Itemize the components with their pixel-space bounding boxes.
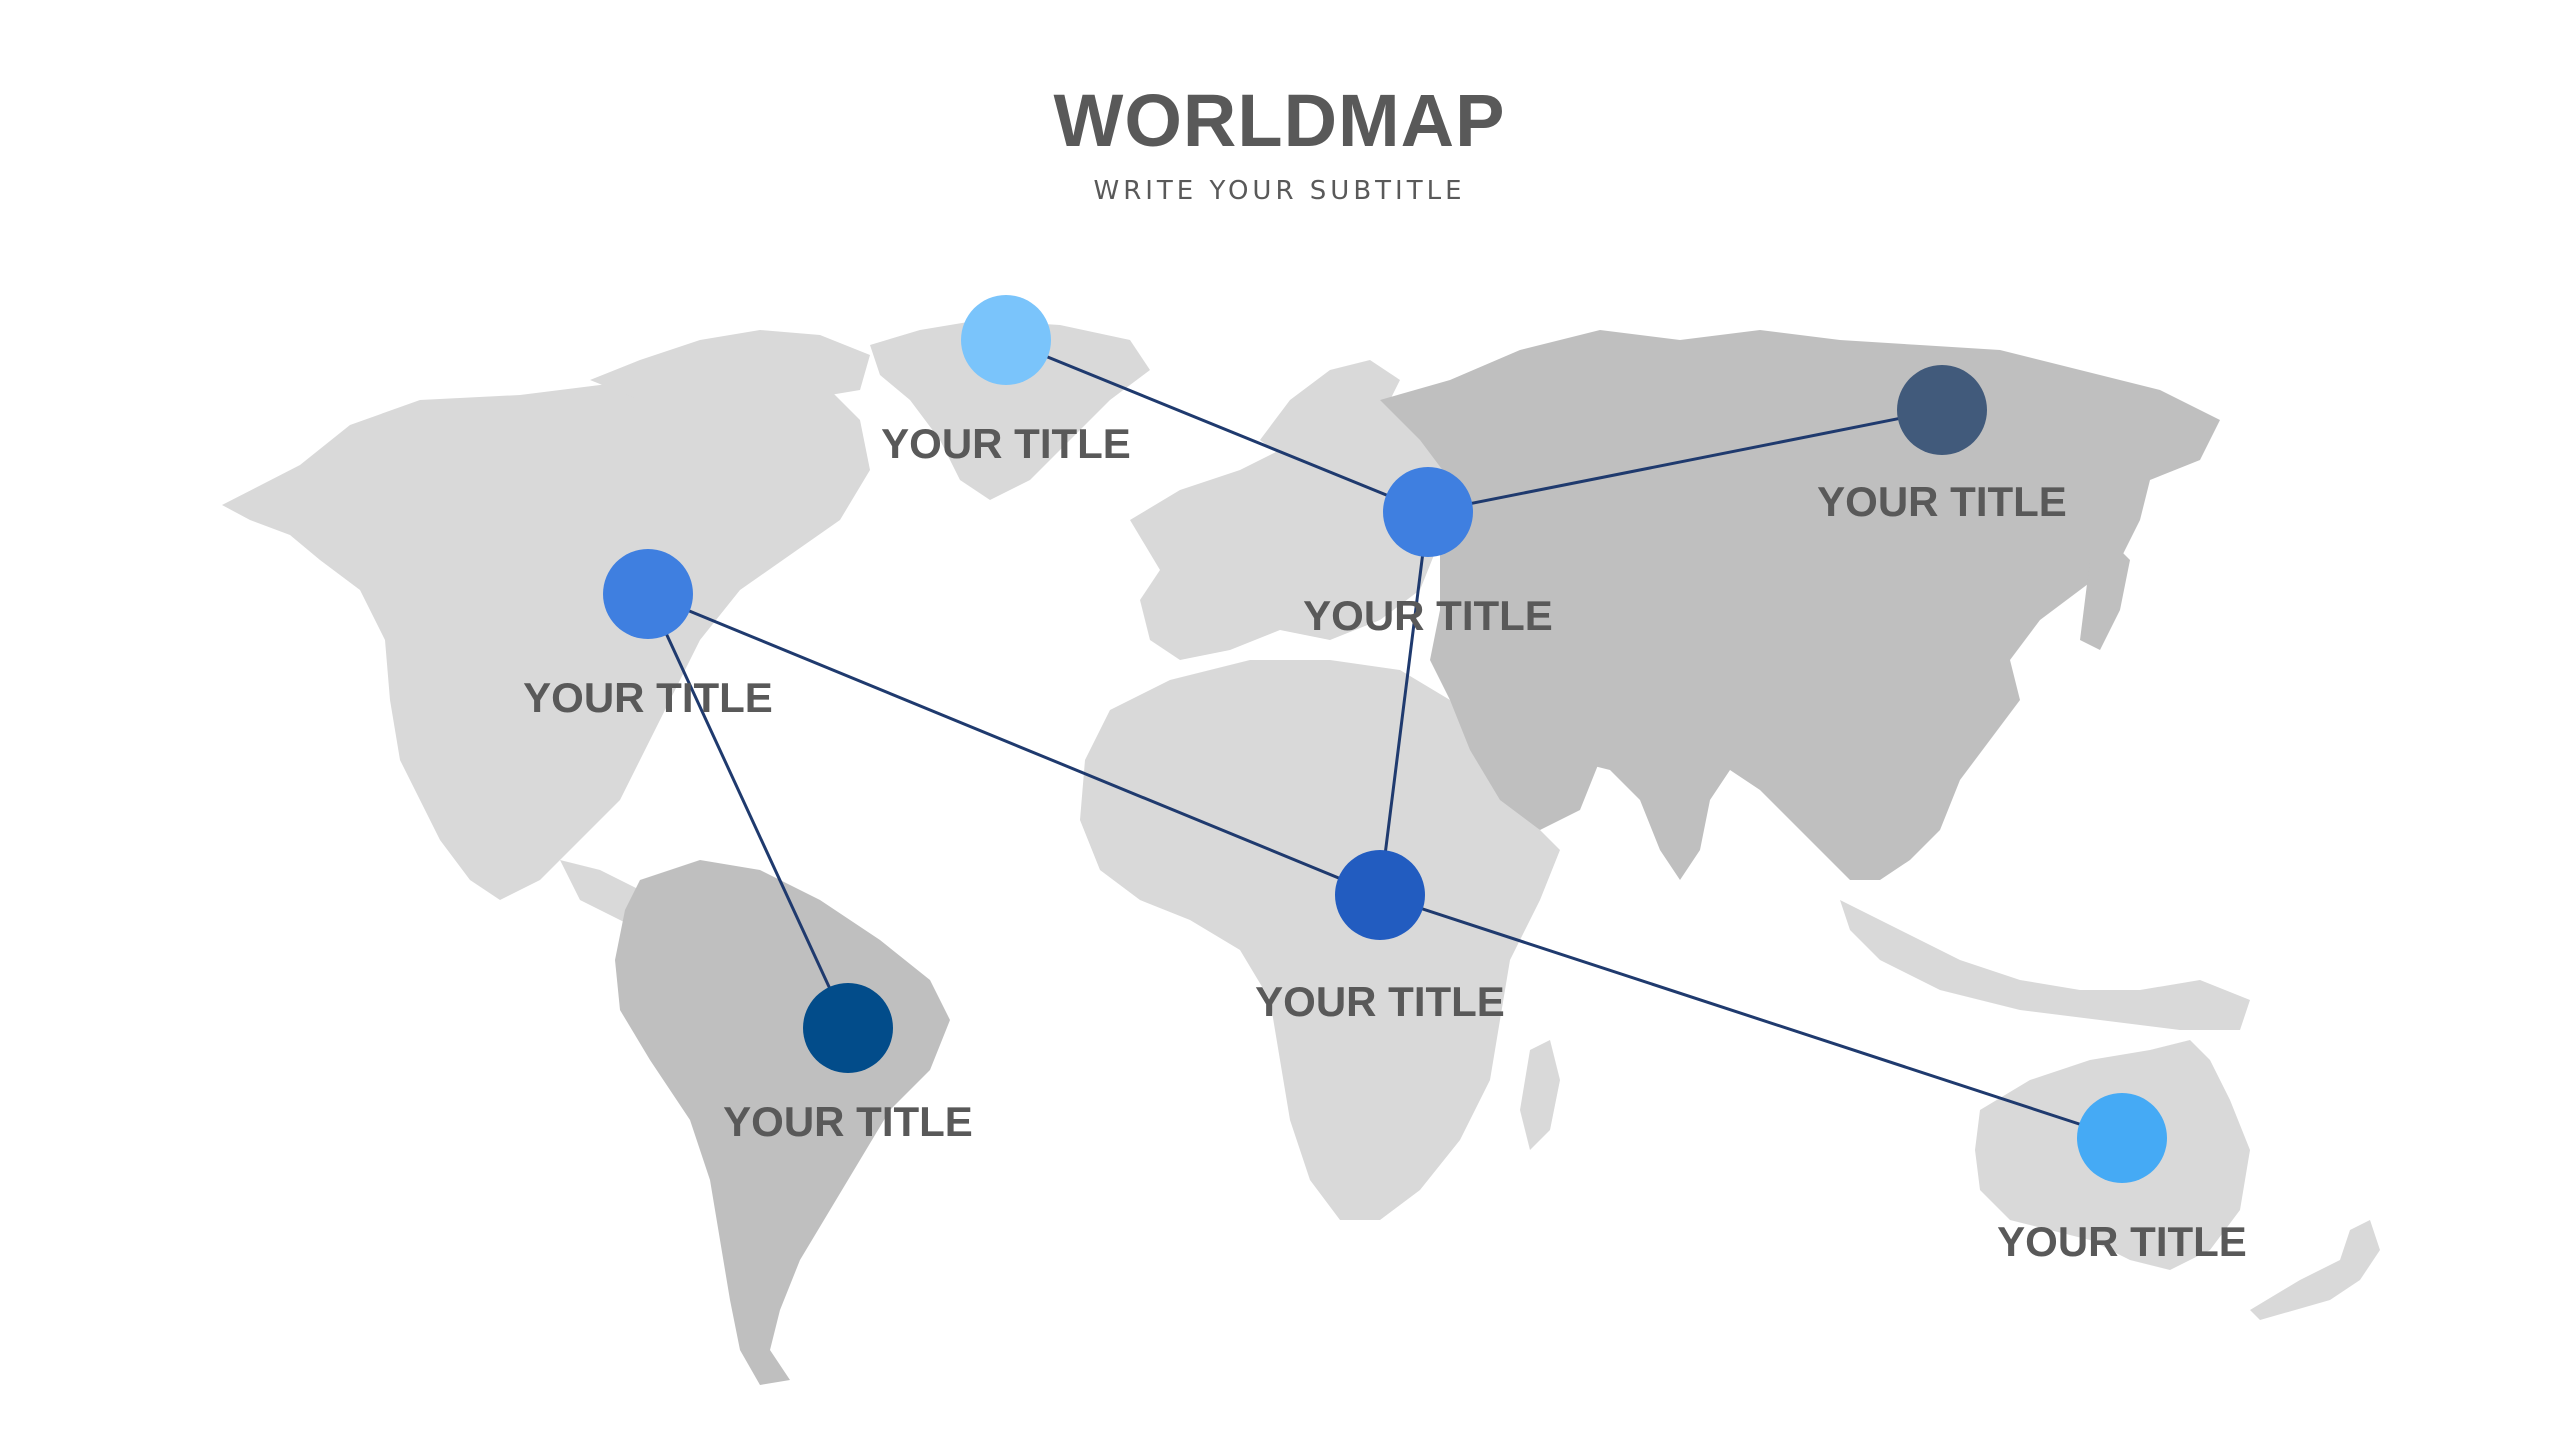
pin-south-america[interactable] (803, 983, 893, 1073)
scandinavia-landmass (1260, 360, 1400, 470)
pin-europe[interactable] (1383, 467, 1473, 557)
pin-label-greenland: YOUR TITLE (881, 420, 1131, 467)
pin-australia[interactable] (2077, 1093, 2167, 1183)
new-zealand-landmass (2250, 1220, 2380, 1320)
southeast-asia-islands (1840, 900, 2250, 1030)
pin-label-south-america: YOUR TITLE (723, 1098, 973, 1145)
madagascar-landmass (1520, 1040, 1560, 1150)
route-line-greenland-europe (1005, 338, 1429, 514)
route-line-europe-africa (1378, 511, 1430, 896)
pin-africa[interactable] (1335, 850, 1425, 940)
route-line-north-america-south-america (646, 593, 850, 1029)
arctic-islands (590, 330, 870, 405)
route-line-europe-east-asia (1427, 408, 1943, 514)
pin-label-north-america: YOUR TITLE (523, 674, 773, 721)
location-pins (603, 295, 2167, 1183)
page-subtitle: WRITE YOUR SUBTITLE (1093, 176, 1466, 206)
pin-label-east-asia: YOUR TITLE (1817, 478, 2067, 525)
pin-label-africa: YOUR TITLE (1255, 978, 1505, 1025)
pin-greenland[interactable] (961, 295, 1051, 385)
arabia-landmass (1450, 690, 1600, 830)
pin-north-america[interactable] (603, 549, 693, 639)
pin-east-asia[interactable] (1897, 365, 1987, 455)
japan-landmass (2080, 540, 2130, 650)
route-line-north-america-africa (647, 592, 1381, 897)
page-title: WORLDMAP (1053, 79, 1506, 162)
asia-landmass (1380, 330, 2220, 880)
europe-landmass (1130, 400, 1450, 660)
route-line-africa-australia (1379, 893, 2123, 1140)
africa-landmass (1080, 660, 1560, 1220)
greenland-landmass (870, 320, 1150, 500)
north-america-landmass (222, 360, 870, 900)
pin-label-australia: YOUR TITLE (1997, 1218, 2247, 1265)
route-lines (646, 338, 2123, 1140)
pin-label-europe: YOUR TITLE (1303, 592, 1553, 639)
